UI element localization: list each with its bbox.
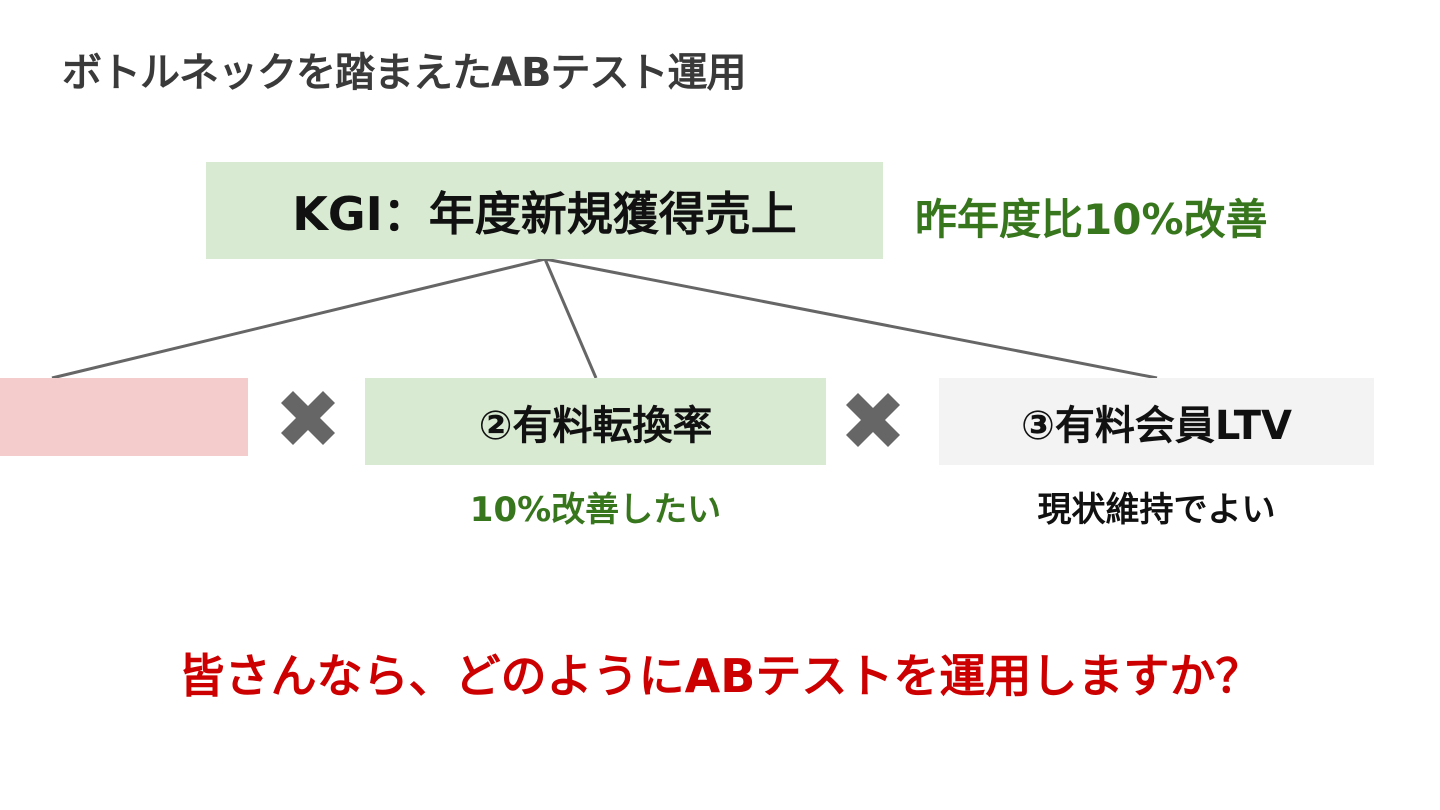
factor-box-3: ③有料会員LTV xyxy=(939,378,1374,465)
question-text: 皆さんなら、どのようにABテストを運用しますか？ xyxy=(178,649,1262,703)
factor-label-3: ③有料会員LTV xyxy=(1021,402,1292,449)
connector-line-1 xyxy=(51,257,546,380)
kgi-goal: 昨年度比10%改善 xyxy=(915,195,1268,244)
multiply-icon xyxy=(845,392,901,448)
connector-line-2 xyxy=(543,258,598,379)
factor-box-1 xyxy=(0,378,248,456)
factor-label-2: ②有料転換率 xyxy=(478,402,713,449)
kgi-label: KGI：年度新規獲得売上 xyxy=(292,186,797,241)
factor-note-3: 現状維持でよい xyxy=(1037,490,1276,530)
slide-title: ボトルネックを踏まえたABテスト運用 xyxy=(62,50,746,96)
factor-box-2: ②有料転換率 xyxy=(365,378,826,465)
factor-note-2: 10%改善したい xyxy=(469,490,722,530)
kgi-box: KGI：年度新規獲得売上 xyxy=(206,162,883,259)
connector-line-3 xyxy=(544,257,1158,380)
multiply-icon xyxy=(280,390,336,446)
